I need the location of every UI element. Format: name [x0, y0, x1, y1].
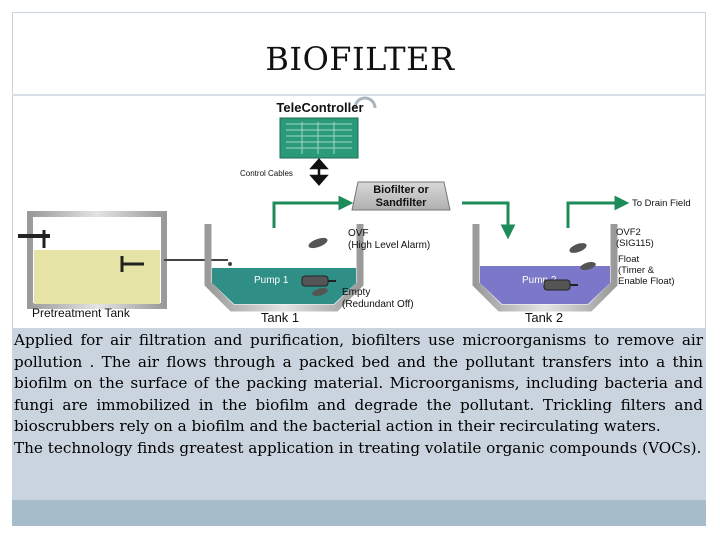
slide-title: BIOFILTER	[265, 40, 455, 78]
pump2-icon	[543, 279, 578, 291]
tank2-label: Tank 2	[525, 310, 563, 325]
description-paragraph-1: Applied for air filtration and purificat…	[14, 331, 703, 436]
ovf-label-line2: (High Level Alarm)	[348, 240, 430, 251]
control-cables-arrow	[309, 158, 329, 186]
ovf-float-icon	[308, 237, 328, 249]
pump2-label: Pump 2	[522, 275, 557, 286]
pump1-icon	[301, 275, 336, 287]
footer-band	[12, 500, 706, 526]
pretreatment-tank	[18, 211, 232, 309]
float-icon	[580, 262, 596, 270]
empty-label-line1: Empty	[342, 287, 370, 298]
description-paragraph-2: The technology finds greatest applicatio…	[14, 438, 702, 457]
control-cables-label: Control Cables	[240, 169, 293, 178]
tank1-label: Tank 1	[261, 310, 299, 325]
green-pipes	[272, 195, 630, 240]
telecontroller-grid	[286, 122, 352, 154]
float-label-line3: Enable Float)	[618, 276, 675, 287]
tank-1	[204, 224, 364, 312]
telecontroller: TeleController	[276, 100, 364, 159]
title-divider	[12, 94, 706, 96]
ovf2-label-line2: (SIG115)	[616, 238, 654, 249]
decorative-arc	[353, 96, 377, 109]
float-label-line2: (Timer &	[618, 265, 655, 276]
biofilter-label-line1: Biofilter or	[373, 184, 429, 196]
float-label-line1: Float	[618, 254, 639, 265]
biofilter-diagram: TeleController Control Cables Biofilter …	[18, 96, 691, 325]
biofilter-label-line2: Sandfilter	[376, 197, 427, 209]
empty-float-icon	[312, 288, 328, 296]
ovf2-float-icon	[569, 243, 587, 253]
pretreatment-tank-label: Pretreatment Tank	[32, 306, 131, 320]
empty-label-line2: (Redundant Off)	[342, 299, 414, 310]
drain-field-label: To Drain Field	[632, 198, 691, 209]
telecontroller-box	[279, 117, 359, 159]
ovf-label-line1: OVF	[348, 228, 369, 239]
biofilter-unit: Biofilter or Sandfilter	[351, 181, 451, 211]
telecontroller-label: TeleController	[276, 100, 363, 115]
pump1-label: Pump 1	[254, 275, 289, 286]
ovf2-label-line1: OVF2	[616, 227, 641, 238]
description-panel: Applied for air filtration and purificat…	[12, 328, 706, 500]
